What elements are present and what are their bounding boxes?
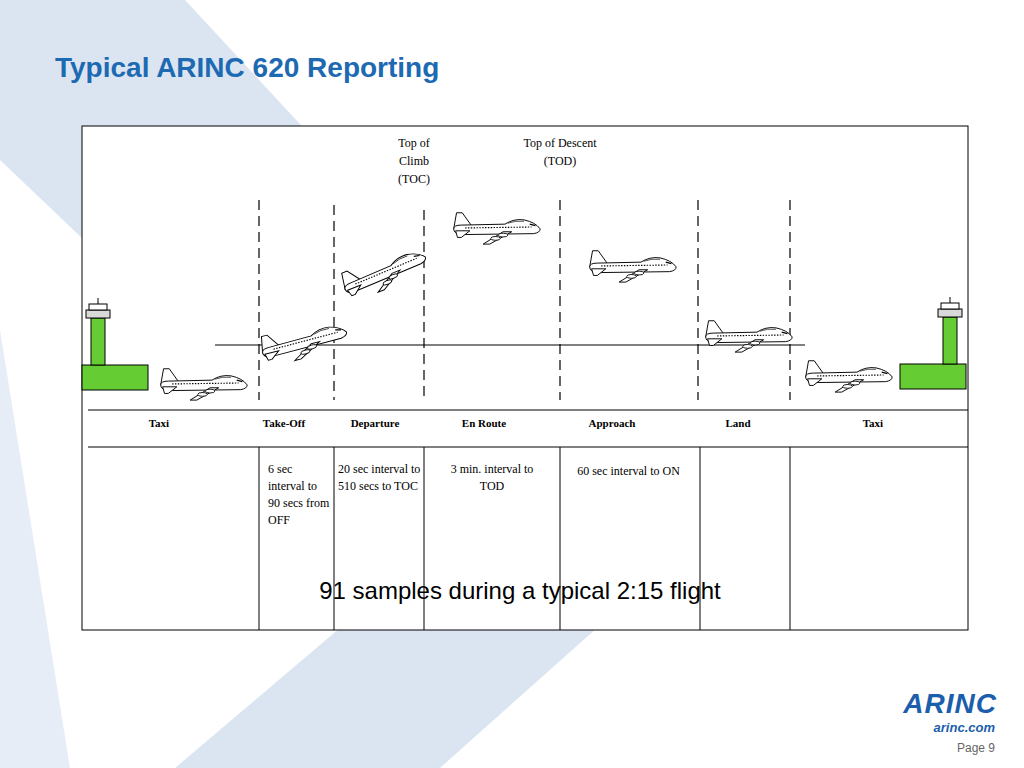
airplane-taxi: [806, 361, 892, 392]
interval-note: 60 sec interval to ON: [576, 463, 681, 480]
interval-note: 6 sec interval to 90 secs from OFF: [268, 461, 330, 529]
phase-label: Take-Off: [244, 417, 324, 429]
url-text: arinc.com: [795, 720, 995, 735]
tower-cab: [938, 309, 962, 317]
slide-title: Typical ARINC 620 Reporting: [55, 52, 439, 84]
dashed-divider: [559, 200, 560, 400]
interval-note: 3 min. interval to TOD: [442, 461, 542, 495]
milestone-label: Top of Descent (TOD): [512, 134, 608, 170]
tower-shaft: [91, 318, 105, 365]
diagram-frame: [82, 126, 968, 630]
control-tower: [82, 298, 148, 390]
milestone-label: Top of Climb (TOC): [389, 134, 439, 188]
dashed-divider: [423, 210, 424, 400]
tower-shaft: [943, 317, 957, 364]
phase-dividers-dashed: [259, 200, 790, 400]
solid-divider: [790, 447, 791, 630]
page-number: Page 9: [795, 741, 995, 755]
table-rule: [88, 410, 968, 411]
phase-label: En Route: [444, 417, 524, 429]
airplane-landing: [706, 321, 792, 352]
tower-base: [900, 364, 966, 389]
dashed-divider: [697, 200, 698, 400]
tower-roof: [941, 303, 959, 309]
phase-label: Approach: [572, 417, 652, 429]
interval-note: 20 sec interval to 510 secs to TOC: [338, 461, 422, 495]
dashed-divider: [333, 205, 334, 400]
table-rule: [88, 447, 968, 448]
tower-antenna: [98, 298, 99, 304]
control-tower: [900, 297, 966, 389]
phase-label: Taxi: [119, 417, 199, 429]
airplane-takeoff: [259, 316, 350, 367]
tower-antenna: [950, 297, 951, 303]
background-band: [0, 330, 70, 768]
phase-label: Taxi: [833, 417, 913, 429]
logo-text: ARINC: [795, 688, 997, 720]
sample-caption: 91 samples during a typical 2:15 flight: [200, 577, 840, 605]
tower-cab: [86, 310, 110, 318]
airplane-taxi: [161, 369, 247, 400]
airplane-descent: [590, 251, 676, 282]
phase-label: Departure: [335, 417, 415, 429]
dashed-divider: [789, 200, 790, 400]
dashed-divider: [258, 200, 259, 400]
solid-divider: [259, 447, 260, 630]
phase-label: Land: [698, 417, 778, 429]
airplane-cruise: [454, 213, 540, 244]
tower-roof: [89, 304, 107, 310]
airplane-climb: [339, 242, 431, 303]
tower-base: [82, 365, 148, 390]
